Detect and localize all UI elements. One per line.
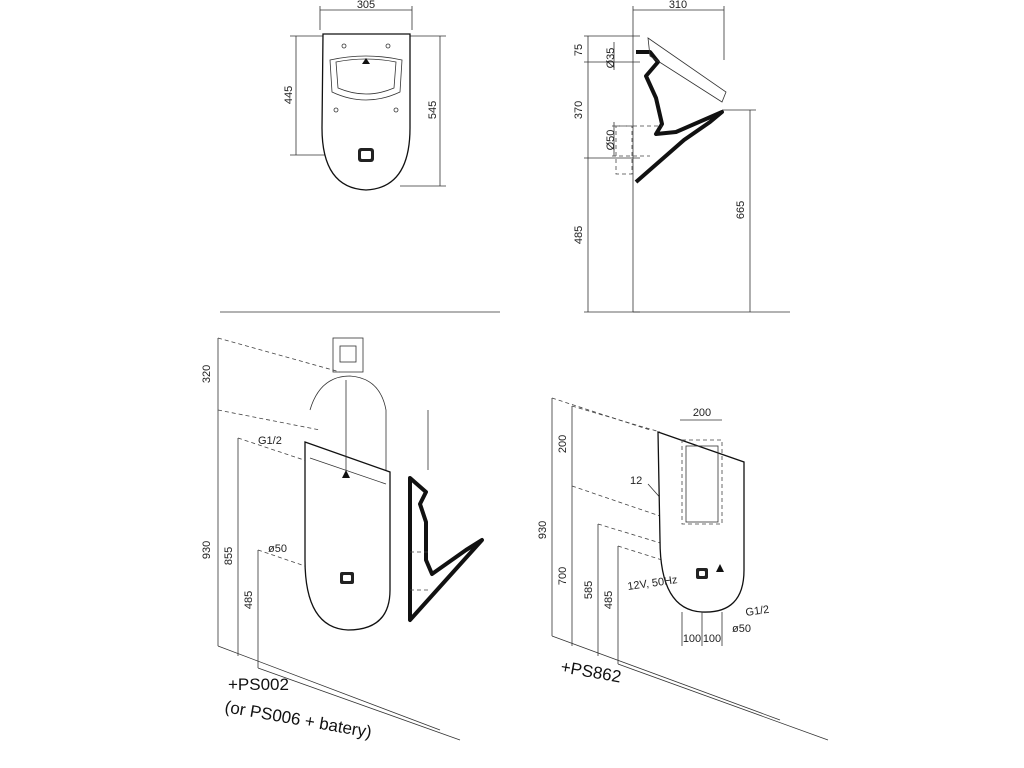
dim-top-75: 75	[573, 44, 585, 56]
iso-right-dim-930: 930	[537, 521, 549, 539]
iso-right-kit-line1: +PS862	[559, 657, 622, 686]
iso-right-label-inlet: G1/2	[745, 604, 770, 619]
iso-left-label-outlet: ø50	[268, 543, 287, 555]
iso-right-dim-700: 700	[557, 567, 569, 585]
iso-left-dim-320: 320	[201, 365, 213, 383]
iso-right-dim-485: 485	[603, 591, 615, 609]
front-view: 305 445 545	[283, 0, 446, 191]
iso-right-offset-left: 100	[683, 633, 701, 645]
iso-right-box-depth: 12	[630, 475, 642, 487]
dim-outlet-50: Ø50	[605, 130, 617, 151]
iso-right-dim-200-vert: 200	[557, 435, 569, 453]
iso-left-dim-855: 855	[223, 547, 235, 565]
iso-right-offset-right: 100	[703, 633, 721, 645]
iso-right-label-outlet: ø50	[732, 623, 751, 635]
dim-height-445: 445	[283, 86, 295, 104]
iso-left-view: 320 930 855 485 G1/2 ø50 +PS002 (or PS00…	[201, 337, 484, 742]
iso-right-box-width: 200	[693, 407, 711, 419]
side-view: 310 75 370 485 Ø35 Ø50 665	[573, 0, 790, 313]
dim-mid-370: 370	[573, 101, 585, 119]
dim-height-545: 545	[427, 101, 439, 119]
dim-rim-665: 665	[735, 201, 747, 219]
iso-left-dim-930: 930	[201, 541, 213, 559]
iso-right-dim-585: 585	[583, 581, 595, 599]
dim-depth-310: 310	[669, 0, 687, 11]
iso-left-label-inlet: G1/2	[258, 435, 282, 447]
dim-bottom-485: 485	[573, 226, 585, 244]
iso-left-dim-485: 485	[243, 591, 255, 609]
iso-right-view: 200 930 700 585 485 200 12 100 100 12V, …	[537, 397, 829, 741]
dim-width-305: 305	[357, 0, 375, 11]
iso-left-kit-line1: +PS002	[228, 675, 289, 694]
dim-inlet-35: Ø35	[605, 48, 617, 69]
iso-left-kit-line2: (or PS006 + batery)	[223, 697, 373, 742]
